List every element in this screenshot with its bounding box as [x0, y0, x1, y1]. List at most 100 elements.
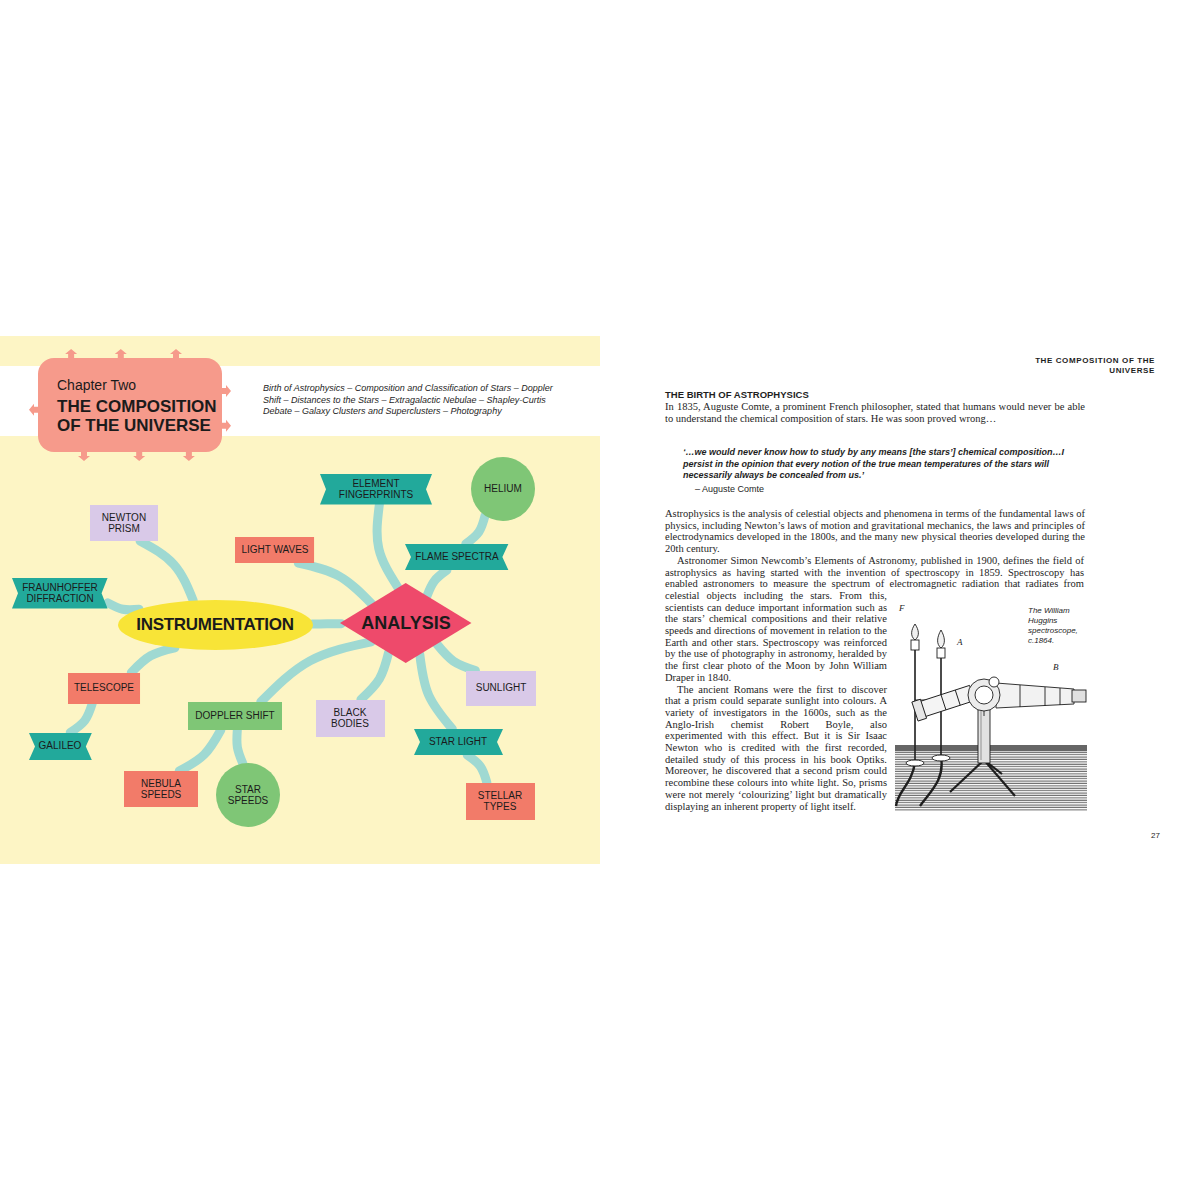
node-label: STAR LIGHT: [429, 736, 487, 747]
section-heading: THE BIRTH OF ASTROPHYSICS: [665, 389, 965, 401]
badge-arrow: [29, 404, 39, 416]
topic-box: SUNLIGHT: [466, 671, 536, 706]
badge-arrow: [183, 451, 195, 461]
hub-ellipse-outline: [118, 600, 313, 650]
mindmap-connector: [108, 603, 139, 610]
topic-banner: FRAUNHOFFER DIFFRACTION: [12, 578, 108, 608]
chapter-contents: Birth of Astrophysics – Composition and …: [263, 383, 563, 418]
node-label: STELLAR TYPES: [478, 790, 522, 812]
illustration-part: [950, 760, 984, 792]
mindmap-connector: [131, 648, 175, 673]
topic-box-outline: [466, 671, 536, 706]
topic-box-outline: [90, 505, 158, 541]
chapter-title: THE COMPOSITION OF THE UNIVERSE: [57, 397, 217, 435]
illustration-part: [975, 686, 993, 704]
illustration-part: [1045, 687, 1046, 706]
node-label: SUNLIGHT: [476, 682, 527, 693]
shape-fill: [90, 505, 158, 541]
topic-banner: FLAME SPECTRA: [405, 544, 508, 570]
topic-circle: STAR SPEEDS: [216, 763, 280, 827]
topic-box: NEWTON PRISM: [90, 505, 158, 541]
illustration-part: [912, 699, 927, 721]
mindmap-connector: [467, 755, 487, 783]
topic-banner: ELEMENT FINGERPRINTS: [320, 474, 432, 504]
body-paragraph: Astrophysics is the analysis of celestia…: [665, 508, 1085, 555]
illustration-part: [955, 690, 960, 705]
spectroscope-illustration: [895, 624, 1087, 811]
badge-arrow: [65, 349, 77, 359]
mindmap-connector: [361, 652, 389, 699]
shape-fill: [216, 763, 280, 827]
figure-letter: F: [899, 603, 909, 614]
shape-fill: [38, 358, 222, 452]
figure-letter: B: [1053, 662, 1063, 673]
mindmap-connector: [70, 704, 92, 733]
chapter-badge-outline: [30, 348, 230, 462]
node-label: NEBULA SPEEDS: [141, 778, 182, 800]
hub-diamond-outline: [340, 583, 471, 663]
illustration-part: [912, 624, 919, 640]
badge-arrow: [170, 349, 182, 359]
illustration-part: [895, 745, 1087, 751]
topic-banner-outline: [29, 733, 92, 760]
header-band: [0, 366, 600, 436]
topic-circle: HELIUM: [471, 457, 535, 521]
hub-diamond: ANALYSIS: [340, 583, 471, 663]
badge-arrow: [133, 451, 145, 461]
illustration-part: [912, 683, 975, 721]
topic-banner-outline: [405, 544, 508, 570]
illustration-part: [895, 745, 1087, 811]
shape-fill: [118, 600, 313, 650]
topic-box: STELLAR TYPES: [466, 783, 535, 820]
topic-box-outline: [466, 783, 535, 820]
shape-fill: [188, 702, 282, 730]
illustration-part: [984, 711, 985, 716]
shape-fill: [68, 673, 140, 704]
shape-fill: [471, 457, 535, 521]
mindmap-connector: [437, 644, 475, 670]
illustration-part: [932, 755, 950, 761]
mindmap-connector: [261, 642, 372, 702]
topic-banner: GALILEO: [29, 733, 92, 760]
topic-box: LIGHT WAVES: [235, 537, 314, 563]
node-label: ANALYSIS: [361, 613, 450, 633]
node-label: HELIUM: [484, 483, 522, 494]
node-label: TELESCOPE: [74, 682, 134, 693]
shape-fill: [414, 729, 503, 755]
badge-arrow: [221, 385, 231, 397]
node-label: GALILEO: [39, 740, 82, 751]
illustration-part: [1072, 690, 1086, 702]
topic-circle-outline: [216, 763, 280, 827]
node-label: INSTRUMENTATION: [136, 615, 293, 634]
illustration-part: [896, 762, 915, 806]
mindmap-connector: [427, 570, 447, 596]
illustration-part: [920, 685, 974, 716]
mindmap-connector: [140, 541, 193, 601]
topic-box-outline: [235, 537, 314, 563]
illustration-part: [938, 630, 945, 648]
mindmap-connector: [179, 730, 221, 771]
figure-caption: The William Huggins spectroscope, c.1864…: [1028, 606, 1092, 646]
illustration-part: [1060, 688, 1061, 705]
illustration-part: [978, 705, 990, 763]
node-label: FRAUNHOFFER DIFFRACTION: [22, 582, 98, 604]
topic-banner-outline: [320, 474, 432, 504]
mindmap-connector: [420, 655, 453, 729]
topic-banner-outline: [414, 729, 503, 755]
topic-box-outline: [68, 673, 140, 704]
body-paragraph: Astronomer Simon Newcomb’s Elements of A…: [665, 555, 1085, 684]
chapter-badge: Chapter TwoTHE COMPOSITION OF THE UNIVER…: [30, 348, 230, 462]
node-label: STAR SPEEDS: [228, 784, 269, 806]
body-paragraph: In 1835, Auguste Comte, a prominent Fren…: [665, 401, 1085, 424]
topic-box: DOPPLER SHIFT: [188, 702, 282, 730]
shape-fill: [466, 783, 535, 820]
node-label: FLAME SPECTRA: [415, 551, 498, 562]
left-page-panel: [0, 336, 600, 864]
shape-fill: [12, 578, 108, 608]
illustration-part: [906, 760, 924, 766]
running-header: THE COMPOSITION OF THE UNIVERSE: [990, 356, 1155, 376]
shape-fill: [124, 771, 198, 807]
topic-banner: STAR LIGHT: [414, 729, 503, 755]
